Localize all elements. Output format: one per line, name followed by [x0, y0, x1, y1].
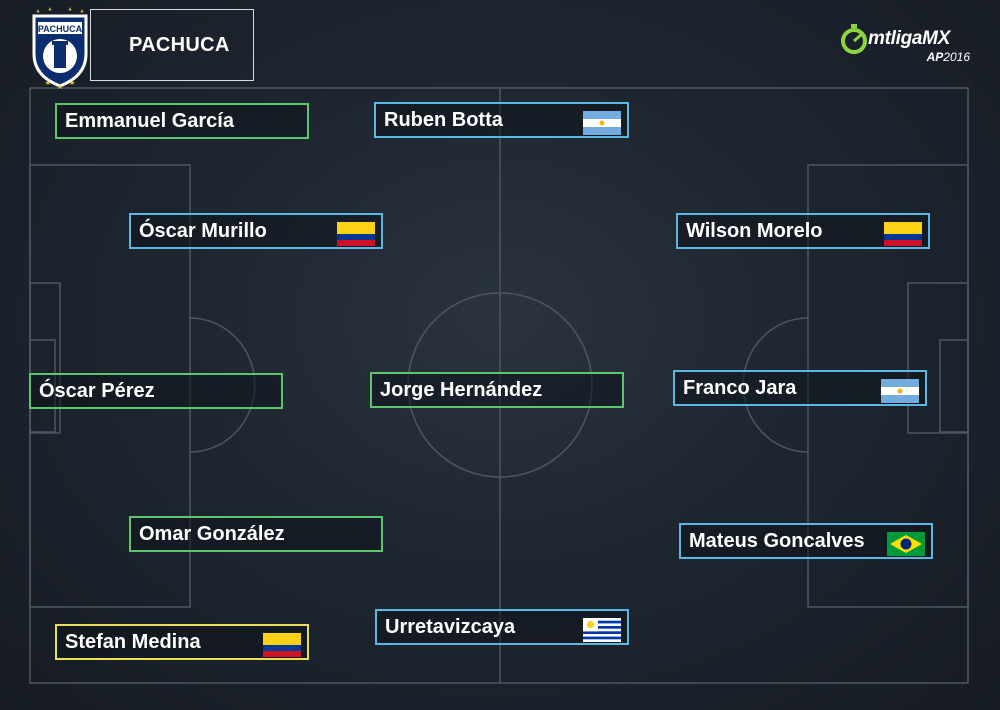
- pachuca-crest-logo: PACHUCA: [32, 7, 88, 89]
- colombia-flag-icon: [884, 222, 922, 246]
- player-name: Franco Jara: [683, 376, 797, 399]
- player-card[interactable]: Emmanuel García: [55, 103, 309, 139]
- player-card[interactable]: Jorge Hernández: [370, 372, 624, 408]
- player-name: Mateus Goncalves: [689, 529, 865, 552]
- player-name: Ruben Botta: [384, 108, 503, 131]
- player-name: Óscar Pérez: [39, 379, 155, 402]
- argentina-flag-icon: [583, 111, 621, 135]
- colombia-flag-icon: [263, 633, 301, 657]
- colombia-flag-icon: [337, 222, 375, 246]
- player-name: Jorge Hernández: [380, 378, 543, 401]
- stopwatch-icon: [841, 24, 867, 54]
- player-name: Óscar Murillo: [139, 219, 267, 242]
- player-name: Wilson Morelo: [686, 219, 823, 242]
- uruguay-flag-icon: [583, 618, 621, 642]
- mt-ligamx-logo: mtligaMX AP2016: [840, 22, 970, 68]
- player-name: Urretavizcaya: [385, 615, 516, 638]
- brand-wordmark: mtligaMX: [868, 28, 951, 49]
- player-name: Stefan Medina: [65, 630, 201, 653]
- player-name: Omar González: [139, 522, 285, 545]
- player-card[interactable]: Stefan Medina: [55, 624, 309, 660]
- player-card[interactable]: Mateus Goncalves: [679, 523, 933, 559]
- player-card[interactable]: Franco Jara: [673, 370, 927, 406]
- player-card[interactable]: Óscar Murillo: [129, 213, 383, 249]
- team-name: PACHUCA: [129, 33, 230, 56]
- argentina-flag-icon: [881, 379, 919, 403]
- player-card[interactable]: Urretavizcaya: [375, 609, 629, 645]
- team-name-box: PACHUCA: [90, 9, 254, 81]
- player-card[interactable]: Ruben Botta: [374, 102, 629, 138]
- svg-text:PACHUCA: PACHUCA: [38, 24, 83, 34]
- brand-season: AP2016: [926, 50, 970, 64]
- brazil-flag-icon: [887, 532, 925, 556]
- player-card[interactable]: Omar González: [129, 516, 383, 552]
- player-card[interactable]: Óscar Pérez: [29, 373, 283, 409]
- player-name: Emmanuel García: [65, 109, 234, 132]
- player-card[interactable]: Wilson Morelo: [676, 213, 930, 249]
